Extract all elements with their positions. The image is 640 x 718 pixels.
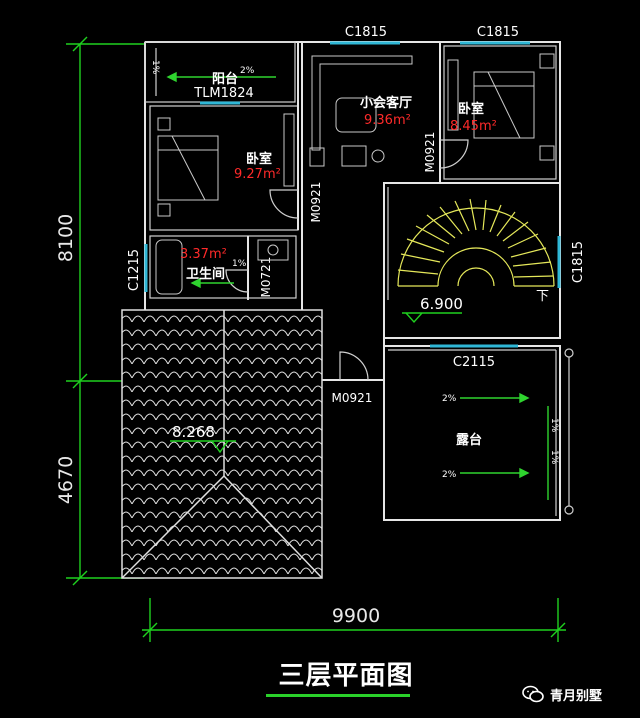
wechat-icon xyxy=(522,685,544,703)
roof-tiles xyxy=(121,309,323,579)
door-label-m0921-terrace: M0921 xyxy=(332,391,373,405)
door-label-m0921-b: M0921 xyxy=(423,132,437,173)
watermark-text: 青月别墅 xyxy=(550,688,603,704)
room-label-balcony: 阳台 xyxy=(212,71,238,87)
slope-label-balcony-side: 1% xyxy=(150,60,160,75)
doors xyxy=(225,139,469,381)
dimension-9900: 9900 xyxy=(332,605,380,627)
window-label-c1815-right: C1815 xyxy=(571,241,586,283)
windows xyxy=(144,41,561,348)
room-label-bathroom: 卫生间 xyxy=(186,266,225,282)
door-label-m0721: M0721 xyxy=(259,257,273,298)
slope-label-terrace-bottom: 2% xyxy=(442,470,457,480)
stair-down-mark: 下 xyxy=(536,289,549,304)
dimension-4670: 4670 xyxy=(55,456,77,504)
window-label-c1215: C1215 xyxy=(127,249,142,291)
dimension-lines xyxy=(66,36,566,642)
room-label-bedroom-left: 卧室 xyxy=(246,151,272,167)
elevation-marker-roof xyxy=(170,440,236,454)
elevation-label-8268: 8.268 xyxy=(172,423,215,441)
furniture xyxy=(155,53,555,295)
elevation-label-6900: 6.900 xyxy=(420,295,463,313)
slope-label-bathroom: 1% xyxy=(232,259,247,269)
door-label-m0921-a: M0921 xyxy=(309,182,323,223)
slope-label-terrace-right-a: 1% xyxy=(549,418,559,433)
room-area-small-living: 9.36m² xyxy=(364,113,411,128)
room-label-terrace: 露台 xyxy=(456,432,482,448)
slope-label-balcony: 2% xyxy=(240,66,255,76)
window-label-tlm1824: TLM1824 xyxy=(193,86,253,101)
room-label-bedroom-right: 卧室 xyxy=(458,101,484,117)
room-area-bathroom: 3.37m² xyxy=(180,247,227,262)
title-underline xyxy=(266,694,410,697)
room-area-bedroom-left: 9.27m² xyxy=(234,167,281,182)
spiral-staircase xyxy=(397,198,555,287)
window-label-c1815-b: C1815 xyxy=(477,25,519,40)
room-area-bedroom-right: 8.45m² xyxy=(450,119,497,134)
elevation-marker-stair xyxy=(402,312,462,324)
slope-arrows xyxy=(166,71,549,500)
slope-label-terrace-top: 2% xyxy=(442,394,457,404)
watermark: 青月别墅 xyxy=(522,683,602,705)
window-label-c2115: C2115 xyxy=(453,355,495,370)
slope-label-terrace-right-b: 1% xyxy=(549,450,559,465)
drawing-title: 三层平面图 xyxy=(278,661,414,691)
window-label-c1815-a: C1815 xyxy=(345,25,387,40)
room-label-small-living: 小会客厅 xyxy=(360,95,412,111)
dimension-8100: 8100 xyxy=(55,214,77,262)
